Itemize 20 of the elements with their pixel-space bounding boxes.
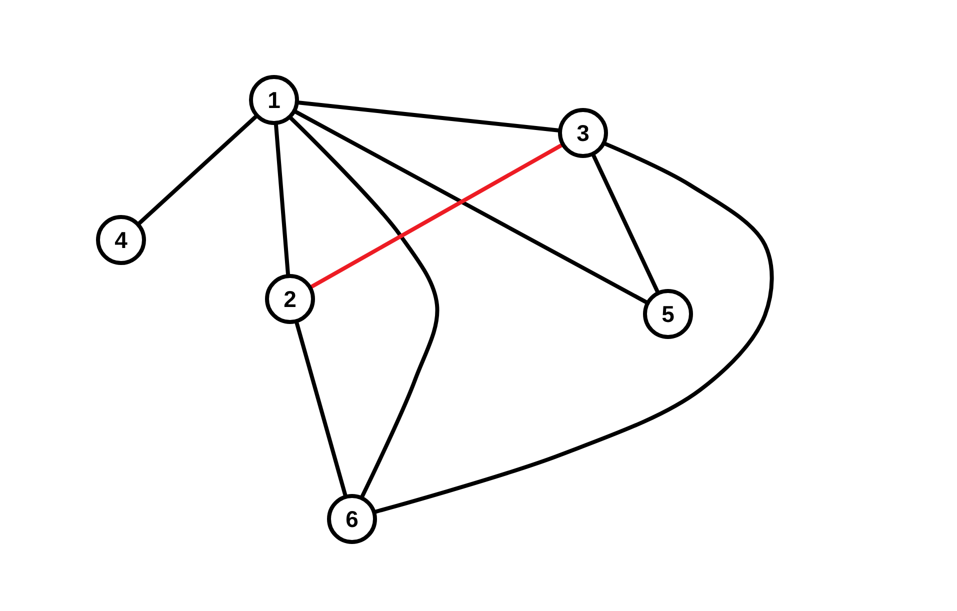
edge-line [374,142,774,514]
edge-line [294,321,348,497]
vertex-circle [327,494,377,544]
edge-line [294,110,648,304]
vertex-label: 6 [346,508,358,530]
edge-line [137,114,258,226]
vertex-label: 4 [114,228,128,252]
vertex-label: 3 [576,122,590,144]
edge-line [310,143,564,289]
edge-line [296,100,560,132]
vertex-label: 5 [662,302,674,326]
vertex-circle [558,108,608,158]
edge-line [592,154,660,294]
vertex-label: 1 [268,88,280,112]
edge-line [274,122,290,276]
edge-line [289,116,440,498]
vertex-circle [643,289,693,339]
vertex-circle [249,75,299,125]
vertex-circle [96,215,146,265]
vertex-label: 2 [284,288,296,310]
